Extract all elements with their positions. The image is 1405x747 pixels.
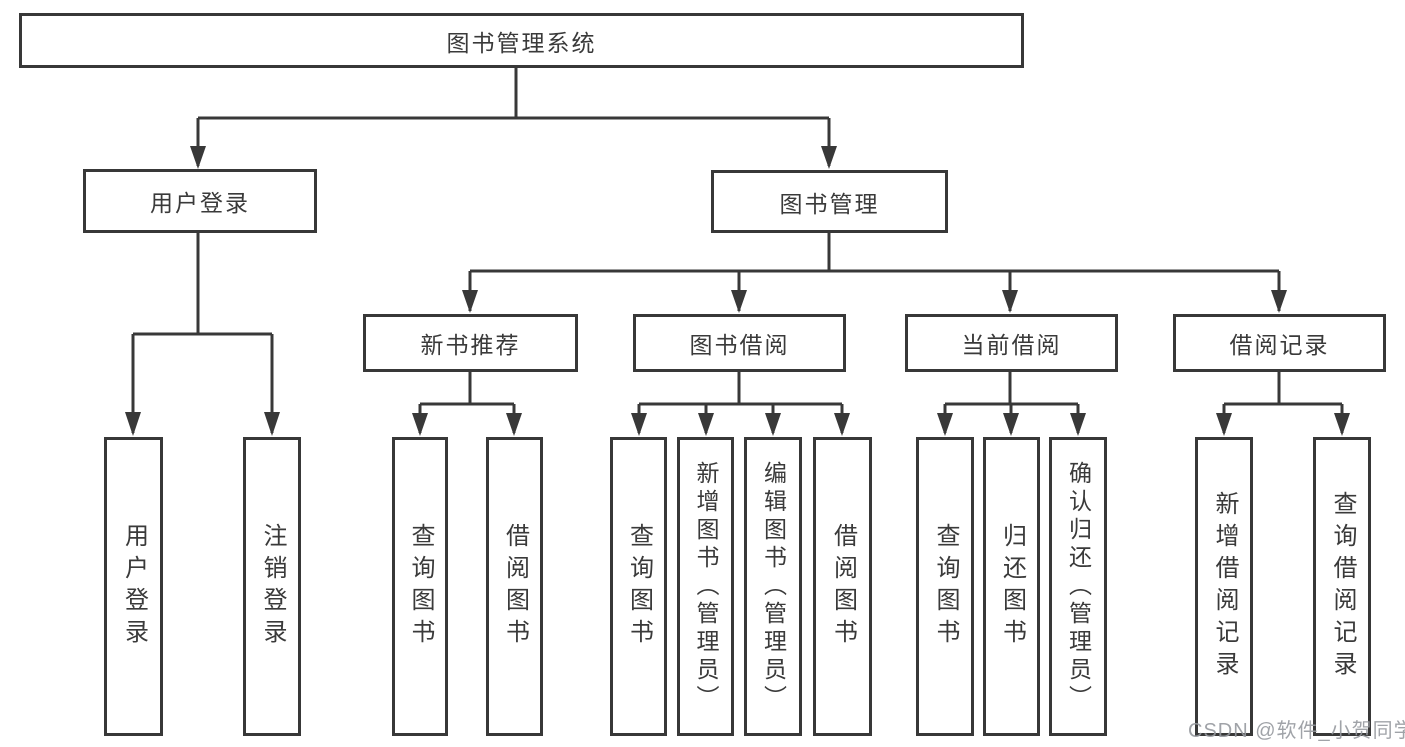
leaf-label: 确认归还（管理员） — [1065, 460, 1092, 713]
leaf-label: 编辑图书（管理员） — [760, 460, 787, 713]
leaf-label: 查询借阅记录 — [1329, 490, 1356, 683]
node-label: 借阅记录 — [1229, 332, 1330, 358]
node-label: 当前借阅 — [961, 332, 1062, 358]
leaf-label: 查询图书 — [407, 522, 434, 651]
node-label: 图书借阅 — [689, 332, 790, 358]
leaf-borrow-books: 借阅图书 — [813, 437, 872, 736]
leaf-search-books: 查询图书 — [610, 437, 667, 736]
leaf-label: 归还图书 — [998, 522, 1026, 651]
leaf-add-borrow-record: 新增借阅记录 — [1195, 437, 1253, 736]
node-borrowing-records: 借阅记录 — [1173, 314, 1386, 372]
leaf-label: 借阅图书 — [829, 522, 857, 651]
leaf-label: 用户登录 — [120, 522, 148, 651]
leaf-label: 查询图书 — [932, 522, 959, 651]
node-user-login: 用户登录 — [83, 169, 317, 233]
leaf-search-borrow-record: 查询借阅记录 — [1313, 437, 1371, 736]
csdn-watermark: CSDN @软件_小贺同学 — [1188, 720, 1405, 742]
node-book-borrowing: 图书借阅 — [633, 314, 846, 372]
node-new-book-recommendation: 新书推荐 — [363, 314, 578, 372]
leaf-return-books: 归还图书 — [983, 437, 1040, 736]
leaf-borrow-books: 借阅图书 — [486, 437, 543, 736]
node-label: 用户登录 — [150, 190, 250, 216]
leaf-label: 借阅图书 — [501, 522, 529, 651]
leaf-search-books: 查询图书 — [392, 437, 448, 736]
leaf-edit-book-admin: 编辑图书（管理员） — [744, 437, 802, 736]
leaf-label: 新增图书（管理员） — [693, 460, 719, 713]
leaf-label: 注销登录 — [259, 522, 286, 651]
node-library-management-system: 图书管理系统 — [19, 13, 1024, 68]
leaf-label: 新增借阅记录 — [1211, 490, 1238, 683]
leaf-add-book-admin: 新增图书（管理员） — [677, 437, 734, 736]
node-current-borrowing: 当前借阅 — [905, 314, 1118, 372]
node-label: 新书推荐 — [420, 332, 521, 358]
node-label: 图书管理 — [779, 190, 880, 217]
leaf-label: 查询图书 — [625, 522, 653, 651]
leaf-confirm-return-admin: 确认归还（管理员） — [1049, 437, 1107, 736]
leaf-logout: 注销登录 — [243, 437, 301, 736]
node-label: 图书管理系统 — [446, 29, 597, 56]
leaf-user-login: 用户登录 — [104, 437, 163, 736]
node-book-management: 图书管理 — [711, 170, 948, 233]
leaf-search-books: 查询图书 — [916, 437, 974, 736]
